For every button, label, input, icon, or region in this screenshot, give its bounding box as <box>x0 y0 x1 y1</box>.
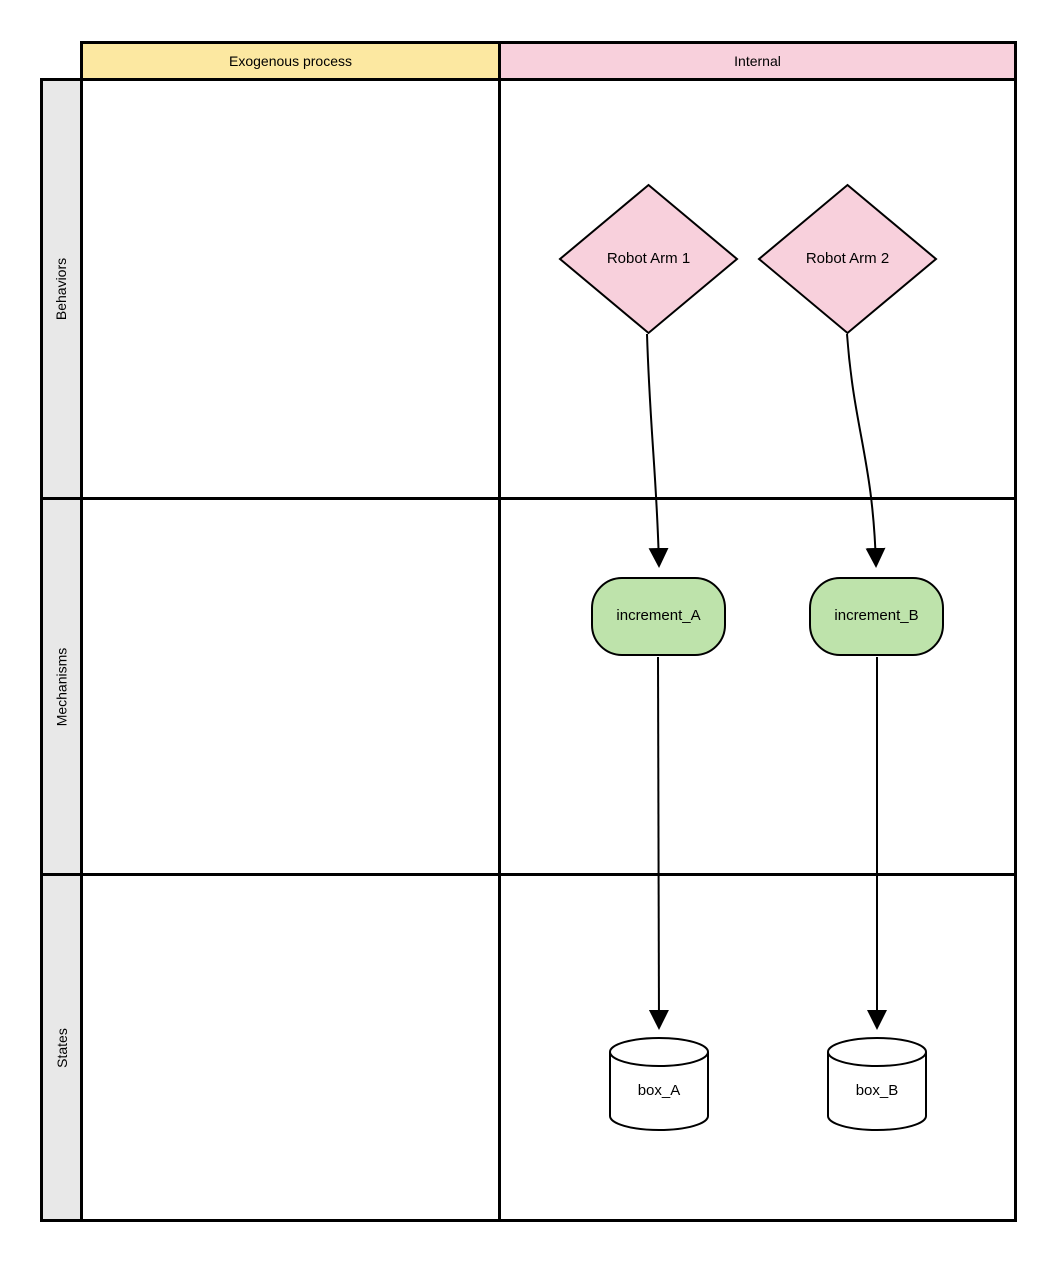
column-header-exogenous-process: Exogenous process <box>80 41 501 81</box>
row-header-label: Mechanisms <box>53 647 70 726</box>
cell-states-internal <box>498 873 1017 1222</box>
column-header-label: Internal <box>734 53 781 69</box>
cell-mechanisms-internal <box>498 497 1017 876</box>
column-header-label: Exogenous process <box>229 53 352 69</box>
cell-mechanisms-exogenous <box>80 497 501 876</box>
cell-states-exogenous <box>80 873 501 1222</box>
row-header-states: States <box>40 873 83 1222</box>
row-header-label: States <box>53 1027 70 1068</box>
row-header-mechanisms: Mechanisms <box>40 497 83 876</box>
cell-behaviors-internal <box>498 78 1017 500</box>
column-header-internal: Internal <box>498 41 1017 81</box>
cell-behaviors-exogenous <box>80 78 501 500</box>
row-header-label: Behaviors <box>53 257 70 321</box>
row-header-behaviors: Behaviors <box>40 78 83 500</box>
